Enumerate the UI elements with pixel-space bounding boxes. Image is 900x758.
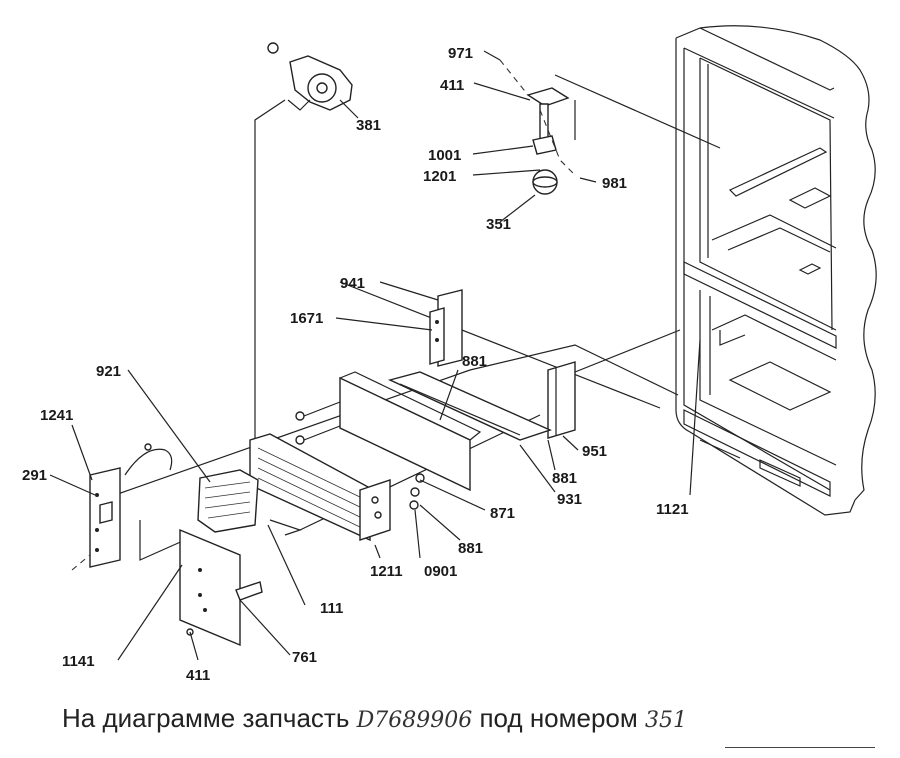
caption-underline	[725, 747, 875, 748]
label-0901: 0901	[424, 563, 457, 580]
label-351: 351	[486, 216, 511, 233]
label-411-top: 411	[440, 77, 464, 94]
label-931: 931	[557, 491, 582, 508]
label-1201: 1201	[423, 168, 456, 185]
label-871: 871	[490, 505, 515, 522]
label-1121: 1121	[656, 501, 689, 518]
label-921: 921	[96, 363, 121, 380]
evaporator-fan-assembly	[267, 42, 353, 111]
evaporator-cover	[295, 371, 482, 510]
caption-prefix: На диаграмме запчасть	[62, 703, 357, 733]
label-1141: 1141	[62, 653, 95, 670]
label-941: 941	[340, 275, 365, 292]
parts-diagram: 971 411 381 1001 1201 981 351 941 1671 9…	[22, 25, 877, 684]
label-1241: 1241	[40, 407, 73, 424]
label-951: 951	[582, 443, 607, 460]
damper-control-assembly	[499, 59, 576, 195]
label-761: 761	[292, 649, 317, 666]
vertical-panels	[429, 289, 463, 367]
label-381: 381	[356, 117, 381, 134]
label-1671: 1671	[290, 310, 323, 327]
back-panel	[71, 467, 121, 571]
label-981: 981	[602, 175, 627, 192]
fan-grille	[197, 469, 259, 533]
caption: На диаграмме запчасть D7689906 под номер…	[62, 703, 687, 734]
part-labels: 971 411 381 1001 1201 981 351 941 1671 9…	[22, 45, 689, 684]
bracket-951	[547, 361, 576, 439]
label-111: 111	[320, 600, 343, 617]
front-panel	[179, 528, 263, 647]
caption-item-number: 351	[645, 708, 687, 733]
refrigerator-cabinet	[675, 25, 877, 516]
label-881-mid: 881	[552, 470, 577, 487]
caption-part-number: D7689906	[356, 708, 473, 733]
evaporator-coil	[249, 433, 391, 542]
label-411-bottom: 411	[186, 667, 210, 684]
leader-lines	[49, 50, 701, 661]
wire-harness	[124, 443, 302, 536]
caption-middle: под номером	[472, 703, 645, 733]
label-881-low: 881	[458, 540, 483, 557]
drain-trough	[387, 371, 552, 441]
label-971: 971	[448, 45, 473, 62]
label-1001: 1001	[428, 147, 461, 164]
label-1211: 1211	[370, 563, 403, 580]
label-881-top: 881	[462, 353, 487, 370]
label-291: 291	[22, 467, 47, 484]
